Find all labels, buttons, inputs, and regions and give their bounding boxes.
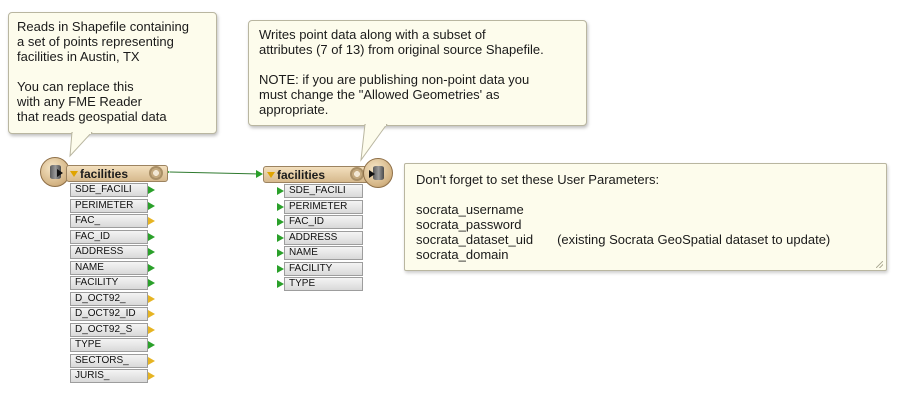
unused-output-port-icon[interactable] (148, 356, 155, 365)
attribute-label: SECTORS_ (75, 354, 129, 366)
reader-attribute-row[interactable]: NAME (70, 260, 155, 275)
reader-callout: Reads in Shapefile containing a set of p… (8, 12, 217, 134)
attribute-label: NAME (75, 261, 104, 273)
input-port-icon[interactable] (277, 249, 284, 257)
writer-database-icon[interactable] (363, 158, 393, 188)
parameter-row: socrata_domain (416, 247, 875, 262)
parameter-name: socrata_domain (416, 247, 509, 262)
reader-attribute-row[interactable]: JURIS_ (70, 369, 155, 383)
parameter-name: socrata_username (416, 202, 524, 217)
input-port-icon[interactable] (277, 280, 284, 288)
parameter-row: socrata_dataset_uid (existing Socrata Geo… (416, 232, 875, 247)
input-port-icon[interactable] (277, 202, 284, 211)
connection-end-port (256, 170, 263, 178)
writer-attribute-row[interactable]: TYPE (277, 277, 363, 291)
attribute-label: PERIMETER (289, 200, 348, 212)
gear-icon[interactable] (350, 167, 364, 181)
attribute-label: FAC_ (75, 215, 101, 226)
parameter-comment: (existing Socrata GeoSpatial dataset to … (557, 232, 831, 247)
attribute-label: PERIMETER (75, 199, 134, 211)
attribute-label: D_OCT92_S (75, 323, 133, 335)
attribute-label: D_OCT92_ID (75, 308, 136, 319)
writer-attribute-row[interactable]: SDE_FACILI (277, 184, 363, 198)
reader-attribute-row[interactable]: D_OCT92_S (70, 322, 155, 337)
resize-grip-icon[interactable] (876, 261, 883, 268)
writer-callout: Writes point data along with a subset of… (248, 20, 587, 126)
attribute-label: FACILITY (75, 277, 119, 288)
feature-connection[interactable] (169, 171, 263, 175)
collapse-triangle-icon[interactable] (267, 172, 275, 178)
reader-attribute-row[interactable]: D_OCT92_ (70, 291, 155, 306)
connected-output-port-icon[interactable] (148, 232, 155, 241)
attribute-label: JURIS_ (75, 370, 110, 381)
attribute-label: SDE_FACILI (289, 185, 346, 196)
input-port-icon[interactable] (277, 187, 284, 195)
reader-attribute-row[interactable]: TYPE (70, 338, 155, 352)
note-heading: Don't forget to set these User Parameter… (416, 172, 660, 187)
gear-icon[interactable] (149, 166, 163, 180)
collapse-triangle-icon[interactable] (70, 171, 78, 177)
attribute-label: FAC_ID (289, 216, 325, 227)
writer-attribute-row[interactable]: FACILITY (277, 261, 363, 276)
connected-output-port-icon[interactable] (148, 279, 155, 287)
attribute-label: TYPE (289, 278, 316, 289)
input-port-icon[interactable] (277, 233, 284, 242)
reader-attribute-row[interactable]: FAC_ (70, 214, 155, 228)
writer-attribute-row[interactable]: PERIMETER (277, 199, 363, 214)
attribute-label: SDE_FACILI (75, 184, 132, 195)
connected-output-port-icon[interactable] (148, 201, 155, 210)
input-port-icon[interactable] (277, 264, 284, 273)
parameter-row: socrata_username (416, 202, 875, 217)
writer-attribute-row[interactable]: ADDRESS (277, 230, 363, 245)
reader-attribute-row[interactable]: PERIMETER (70, 198, 155, 213)
user-parameters-note[interactable]: Don't forget to set these User Parameter… (404, 163, 887, 271)
attribute-label: FACILITY (289, 262, 333, 274)
reader-attribute-row[interactable]: FACILITY (70, 276, 155, 290)
unused-output-port-icon[interactable] (148, 325, 155, 334)
writer-callout-tail (360, 124, 388, 162)
unused-output-port-icon[interactable] (148, 217, 155, 225)
reader-attribute-row[interactable]: SECTORS_ (70, 353, 155, 368)
attribute-label: NAME (289, 247, 318, 258)
connected-output-port-icon[interactable] (148, 248, 155, 256)
writer-feature-type-header[interactable]: facilities (263, 166, 369, 183)
reader-attribute-row[interactable]: FAC_ID (70, 229, 155, 244)
connected-output-port-icon[interactable] (148, 341, 155, 349)
parameter-name: socrata_password (416, 217, 522, 232)
attribute-label: TYPE (75, 339, 102, 350)
reader-feature-type-title: facilities (80, 167, 129, 181)
attribute-label: ADDRESS (289, 231, 338, 243)
writer-feature-type-title: facilities (277, 168, 326, 182)
unused-output-port-icon[interactable] (148, 310, 155, 318)
input-port-icon[interactable] (277, 218, 284, 226)
reader-attribute-row[interactable]: ADDRESS (70, 245, 155, 259)
connected-output-port-icon[interactable] (148, 263, 155, 272)
writer-attribute-row[interactable]: NAME (277, 246, 363, 260)
attribute-label: FAC_ID (75, 230, 111, 242)
attribute-label: ADDRESS (75, 246, 124, 257)
reader-attribute-row[interactable]: SDE_FACILI (70, 183, 155, 197)
unused-output-port-icon[interactable] (148, 294, 155, 303)
reader-callout-tail (69, 132, 93, 158)
reader-attribute-row[interactable]: D_OCT92_ID (70, 307, 155, 321)
connected-output-port-icon[interactable] (148, 186, 155, 194)
unused-output-port-icon[interactable] (148, 372, 155, 380)
attribute-label: D_OCT92_ (75, 292, 126, 304)
parameter-row: socrata_password (416, 217, 875, 232)
writer-attribute-row[interactable]: FAC_ID (277, 215, 363, 229)
reader-feature-type-header[interactable]: facilities (66, 165, 168, 182)
parameter-name: socrata_dataset_uid (416, 232, 534, 247)
